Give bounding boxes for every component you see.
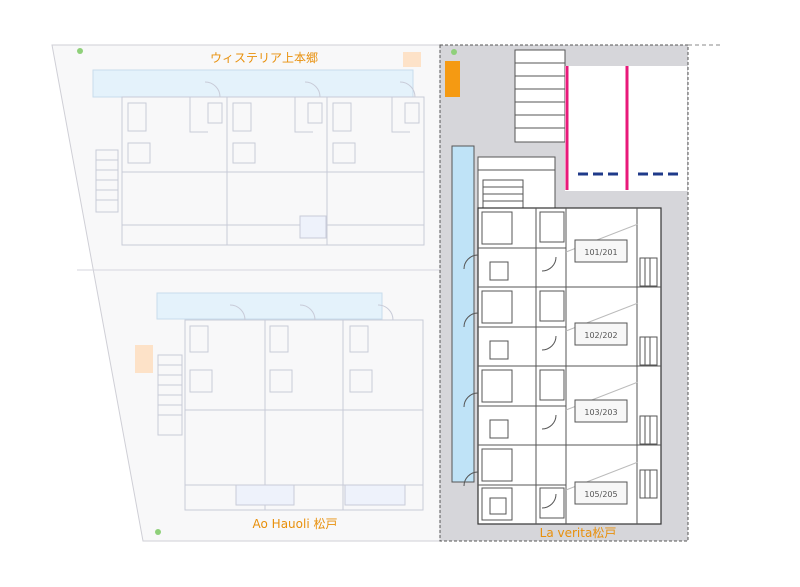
neighbor-lot bbox=[51, 44, 441, 542]
walkway bbox=[451, 145, 475, 483]
staircase bbox=[477, 156, 556, 210]
unit-label-102: 102/202 bbox=[574, 322, 628, 346]
bin-area bbox=[445, 61, 460, 97]
main-building: 101/201 102/202 103/203 105/205 bbox=[463, 207, 662, 525]
building-label-right: La verita松戸 bbox=[540, 526, 617, 540]
unit-label-text: 103/203 bbox=[584, 408, 617, 417]
survey-marker bbox=[77, 48, 83, 54]
unit-label-text: 102/202 bbox=[584, 331, 617, 340]
faded-building-bottom bbox=[156, 292, 424, 511]
unit-label-text: 101/201 bbox=[584, 248, 617, 257]
subject-lot: 101/201 102/202 103/203 105/205 bbox=[439, 44, 720, 542]
pale-block bbox=[403, 52, 421, 67]
survey-marker bbox=[155, 529, 161, 535]
building-label-top-left: ウィステリア上本郷 bbox=[210, 51, 318, 65]
bicycle-parking bbox=[514, 49, 566, 143]
unit-label-105: 105/205 bbox=[574, 481, 628, 505]
unit-label-text: 105/205 bbox=[584, 490, 617, 499]
pale-block bbox=[135, 345, 153, 373]
survey-marker bbox=[451, 49, 457, 55]
building-label-bottom-left: Ao Hauoli 松戸 bbox=[253, 517, 338, 531]
unit-label-103: 103/203 bbox=[574, 399, 628, 423]
car-parking bbox=[565, 66, 687, 191]
unit-label-101: 101/201 bbox=[574, 239, 628, 263]
faded-building-top bbox=[92, 69, 425, 246]
